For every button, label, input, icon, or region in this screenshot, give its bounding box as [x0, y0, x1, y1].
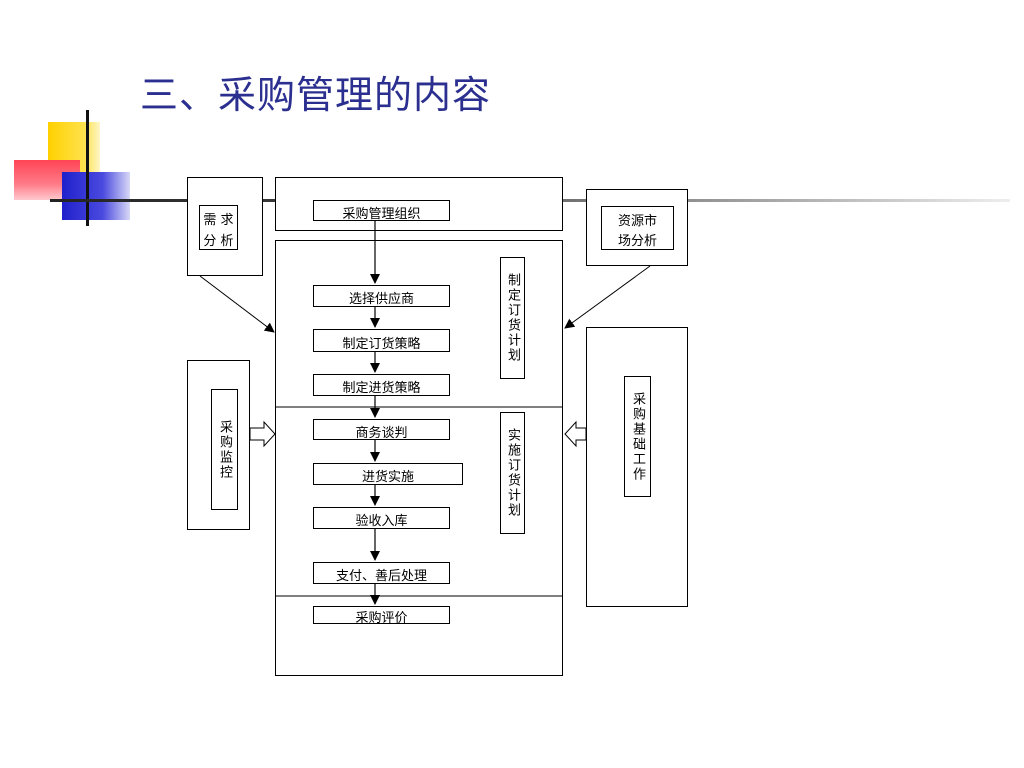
make-order-plan-box: 制定订货计划 — [500, 257, 525, 379]
step-label-7: 支付、善后处理 — [335, 569, 427, 584]
market-label-line2: 场分析 — [617, 234, 657, 249]
step-label-6: 验收入库 — [355, 514, 408, 529]
step-box-1: 选择供应商 — [313, 285, 450, 307]
demand-label-line2: 分 析 — [203, 234, 234, 249]
purchase-monitor-box: 采购监控 — [211, 389, 238, 510]
deco-vertical-line — [86, 110, 89, 226]
page-title: 三、采购管理的内容 — [140, 73, 492, 117]
step-label-1: 选择供应商 — [348, 292, 414, 307]
basic-work-label: 采购基础工作 — [630, 391, 645, 482]
basic-work-box: 采购基础工作 — [624, 376, 651, 497]
step-label-3: 制定进货策略 — [342, 381, 421, 396]
deco-blue-square — [62, 172, 130, 220]
hollow-arrow-monitor — [249, 420, 276, 448]
step-box-6: 验收入库 — [313, 507, 450, 529]
step-box-8: 采购评价 — [313, 606, 450, 626]
demand-analysis-box: 需 求 分 析 — [199, 205, 238, 250]
execute-order-plan-label: 实施订货计划 — [505, 428, 520, 518]
market-label-line1: 资源市 — [617, 214, 657, 229]
step-label-8: 采购评价 — [355, 611, 408, 626]
step-box-7: 支付、善后处理 — [313, 562, 450, 584]
make-order-plan-label: 制定订货计划 — [505, 273, 520, 363]
step-box-2: 制定订货策略 — [313, 329, 450, 352]
step-box-4: 商务谈判 — [313, 419, 450, 441]
arrow-market-to-process — [564, 265, 651, 329]
step-label-5: 进货实施 — [361, 470, 414, 485]
market-analysis-box: 资源市 场分析 — [601, 206, 674, 250]
hollow-arrow-basic-work — [564, 420, 587, 448]
step-label-2: 制定订货策略 — [342, 337, 421, 352]
demand-label-line1: 需 求 — [203, 213, 234, 228]
org-label: 采购管理组织 — [342, 207, 421, 222]
step-label-4: 商务谈判 — [355, 426, 408, 441]
purchase-monitor-label: 采购监控 — [217, 419, 232, 480]
execute-order-plan-box: 实施订货计划 — [500, 412, 525, 534]
step-box-3: 制定进货策略 — [313, 374, 450, 396]
step-box-5: 进货实施 — [313, 463, 463, 485]
org-box: 采购管理组织 — [313, 200, 450, 222]
arrow-demand-to-process — [199, 275, 275, 333]
